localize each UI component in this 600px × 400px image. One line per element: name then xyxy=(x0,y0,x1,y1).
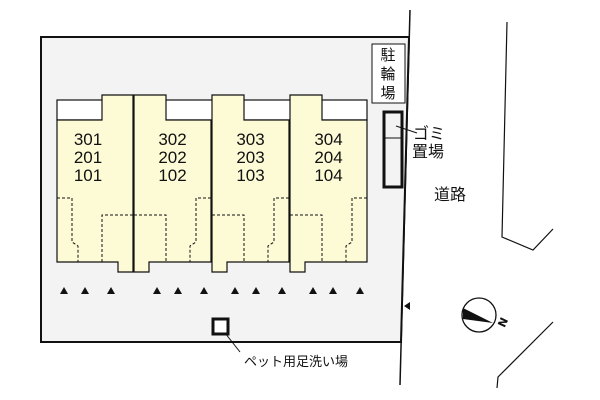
bicycle-parking-label: 輪 xyxy=(380,65,395,83)
pet-footwash-label: ペット用足洗い場 xyxy=(244,355,348,370)
parking-space-marker xyxy=(278,287,286,294)
parking-space-marker xyxy=(329,287,337,294)
parking-space-marker xyxy=(356,287,364,294)
pet-footwash-box xyxy=(211,317,230,336)
parking-space-marker xyxy=(81,287,89,294)
garbage-area-label: 置場 xyxy=(412,142,444,161)
unit-number: 101 xyxy=(74,166,102,185)
bicycle-parking-label: 駐 xyxy=(380,46,395,64)
road-far-edge-bottom xyxy=(496,321,554,389)
parking-space-marker xyxy=(231,287,239,294)
garbage-area: ゴミ 置場 xyxy=(382,110,445,189)
unit-number: 103 xyxy=(236,166,264,185)
unit-number: 302 xyxy=(158,130,186,149)
unit-number: 102 xyxy=(158,166,186,185)
bicycle-parking: 駐 輪 場 xyxy=(371,43,406,104)
unit-number: 301 xyxy=(74,130,102,149)
parking-space-marker xyxy=(309,287,317,294)
parking-markers xyxy=(60,287,364,294)
parking-space-marker xyxy=(252,287,260,294)
unit-number: 104 xyxy=(314,166,342,185)
north-label: N xyxy=(495,316,511,330)
unit-number: 203 xyxy=(236,148,264,167)
parking-space-marker xyxy=(200,287,208,294)
parking-space-marker xyxy=(153,287,161,294)
road-label: 道路 xyxy=(434,185,466,204)
parking-space-marker xyxy=(60,287,68,294)
parking-space-marker xyxy=(174,287,182,294)
unit-number: 204 xyxy=(314,148,342,167)
unit-number: 303 xyxy=(236,130,264,149)
bicycle-parking-label: 場 xyxy=(380,84,395,102)
north-compass-icon: N xyxy=(461,297,511,333)
garbage-area-label: ゴミ xyxy=(413,124,445,143)
unit-number: 202 xyxy=(158,148,186,167)
parking-space-marker xyxy=(107,287,115,294)
entrance-marker xyxy=(404,302,410,310)
unit-number: 304 xyxy=(314,130,342,149)
road-edge xyxy=(399,9,411,386)
unit-number: 201 xyxy=(74,148,102,167)
road-far-edge-top xyxy=(501,21,554,251)
